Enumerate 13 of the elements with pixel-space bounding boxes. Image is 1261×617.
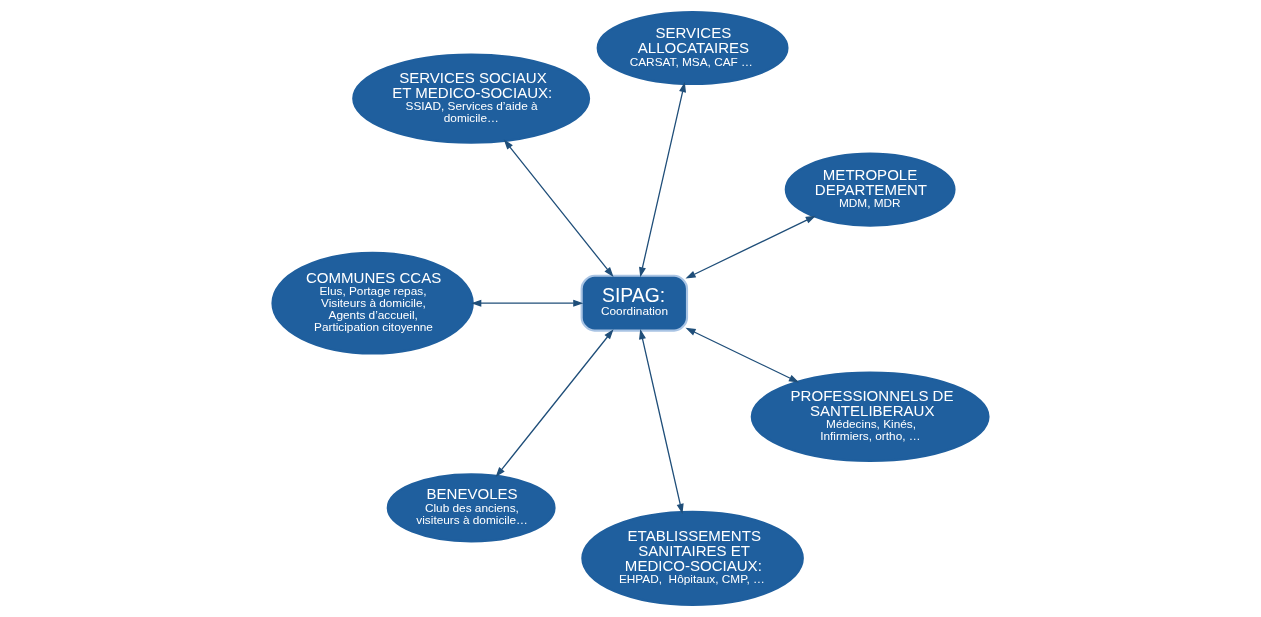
arrow (495, 329, 614, 478)
node-ellipse: COMMUNES CCAS Elus, Portage repas, Visiteurs à domicile, Agents d’accueil, Participation citoyenne (271, 251, 474, 355)
arrow (471, 299, 584, 307)
arrow (639, 82, 686, 278)
arrow (685, 215, 816, 279)
node-ellipse: ETABLISSEMENTS SANITAIRES ET MEDICO-SOCIAUX: EHPAD, Hôpitaux, CMP, … (581, 510, 804, 606)
arrow (503, 139, 614, 278)
arrow (639, 329, 684, 514)
node-ellipse: SERVICES SOCIAUX ET MEDICO-SOCIAUX: SSIAD, Services d’aide à domicile… (352, 53, 591, 144)
node-ellipse: SERVICES ALLOCATAIRES CARSAT, MSA, CAF … (596, 10, 789, 86)
node-ellipse: BENEVOLES Club des anciens, visiteurs à domicile… (386, 473, 556, 543)
node-box: SIPAG: Coordination (580, 274, 689, 332)
arrow (685, 327, 800, 383)
